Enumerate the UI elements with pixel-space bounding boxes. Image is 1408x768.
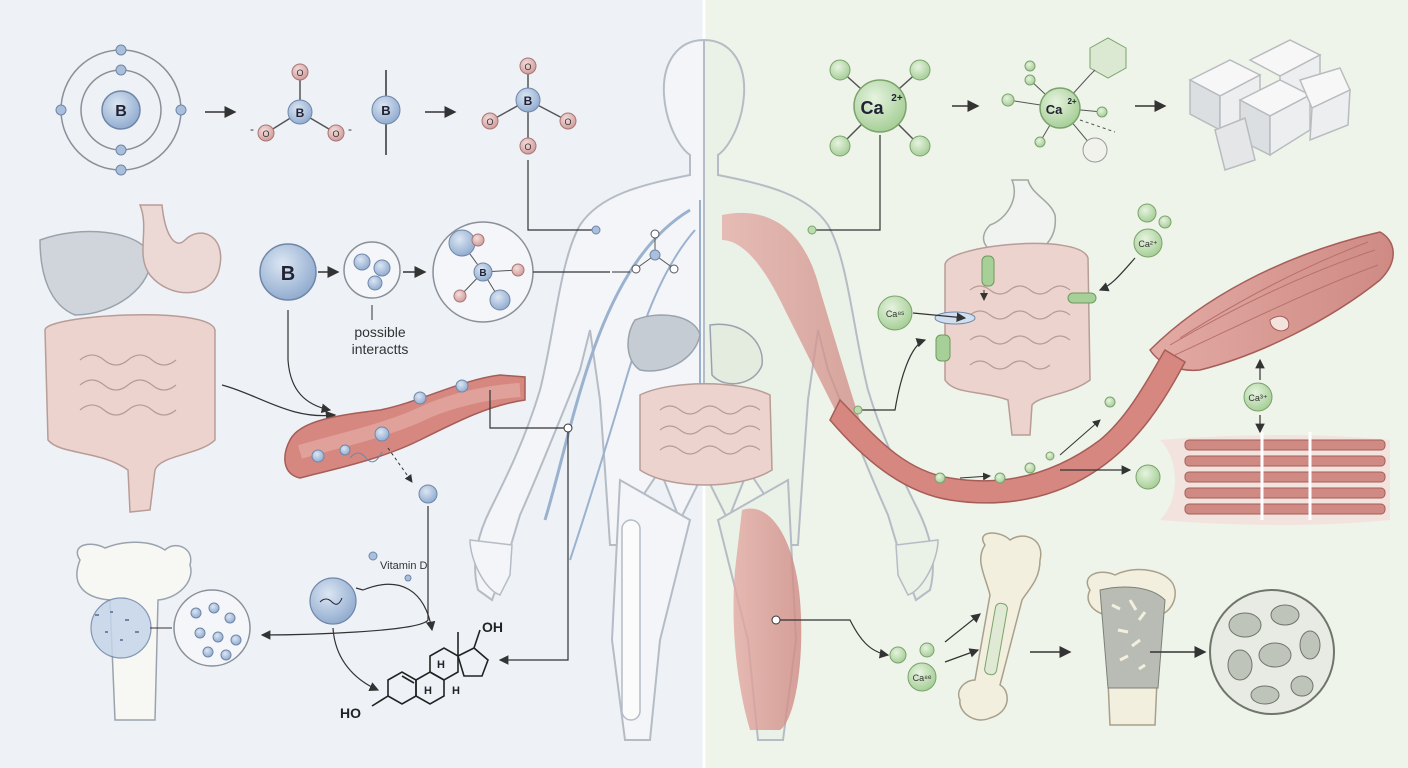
boron-ion-icon: B	[371, 70, 401, 155]
boron-interaction-circle-icon: B	[432, 221, 534, 323]
calcium-label-2: Ca⁸ˢ	[886, 309, 904, 319]
svg-text:B: B	[524, 94, 533, 108]
sarcomere-icon	[1160, 432, 1390, 525]
calcium-ion-icon: Ca 2+	[829, 59, 931, 157]
calcium-ion-label: Ca	[860, 98, 884, 118]
h-label-3: H	[437, 659, 445, 671]
calcium-small-ion-4: Ca⁸ᵉ	[907, 662, 937, 692]
borate-molecule-icon: B O O O - -	[250, 63, 352, 142]
svg-text:O: O	[262, 129, 269, 139]
arrow-icon	[287, 310, 332, 414]
borate-center-label: B	[296, 106, 305, 120]
blood-vessel-icon	[829, 348, 1186, 504]
svg-text:O: O	[332, 129, 339, 139]
steroid-molecule-icon	[371, 629, 489, 707]
svg-text:O: O	[486, 117, 493, 127]
tetrahedral-borate-icon: B O O O O	[481, 57, 577, 155]
bone-cross-section-icon	[1086, 568, 1176, 726]
svg-text:B: B	[479, 268, 486, 279]
svg-text:-: -	[348, 122, 352, 136]
boron-vitamin-d-complex-icon	[309, 577, 357, 625]
calcium-small-ion-1: Ca²⁺	[1133, 203, 1172, 258]
calcium-label-1: Ca²⁺	[1138, 239, 1158, 249]
ho-label: HO	[340, 705, 361, 721]
liver-icon	[39, 230, 152, 316]
svg-text:O: O	[524, 62, 531, 72]
calcium-binding-icon: Ca 2+	[1001, 37, 1127, 163]
bone-matrix-icon	[1209, 589, 1335, 715]
connector-line	[527, 160, 594, 231]
muscle-icon	[1149, 231, 1394, 372]
calcium-label-4: Ca⁸ᵉ	[913, 673, 932, 683]
stomach-icon	[138, 204, 222, 294]
calcium-small-ion-3: Ca³⁺	[1243, 382, 1273, 412]
crystal-lattice-icon	[1188, 39, 1351, 171]
svg-text:O: O	[564, 117, 571, 127]
bone-icon	[76, 541, 192, 721]
h-label-2: H	[452, 685, 460, 697]
svg-text:2+: 2+	[891, 93, 903, 104]
arrow-icon	[260, 506, 429, 640]
svg-text:-: -	[250, 122, 254, 136]
boron-ion-large-icon: B	[259, 243, 317, 301]
svg-text:O: O	[524, 142, 531, 152]
oh-label: OH	[482, 619, 503, 635]
arrow-icon	[221, 384, 337, 422]
intestine-icon	[44, 314, 216, 513]
svg-text:B: B	[281, 263, 295, 285]
svg-text:2+: 2+	[1067, 97, 1076, 106]
svg-text:Ca: Ca	[1046, 102, 1063, 117]
boron-atom-label: B	[115, 103, 127, 120]
vitamin-d-label: Vitamin D	[380, 560, 428, 572]
calcium-small-ion-2: Ca⁸ˢ	[877, 295, 913, 331]
h-label-1: H	[424, 685, 432, 697]
boron-complex-icon	[343, 241, 401, 299]
boron-in-bone-icon	[173, 589, 251, 667]
small-borate-icon	[612, 229, 679, 274]
calcium-label-3: Ca³⁺	[1248, 393, 1268, 403]
possible-label: possible	[354, 324, 406, 340]
svg-text:B: B	[381, 103, 390, 118]
interactts-label: interactts	[352, 341, 409, 357]
boron-atom-icon: B	[55, 44, 187, 176]
bone-icon	[958, 532, 1042, 721]
svg-text:O: O	[296, 68, 303, 78]
